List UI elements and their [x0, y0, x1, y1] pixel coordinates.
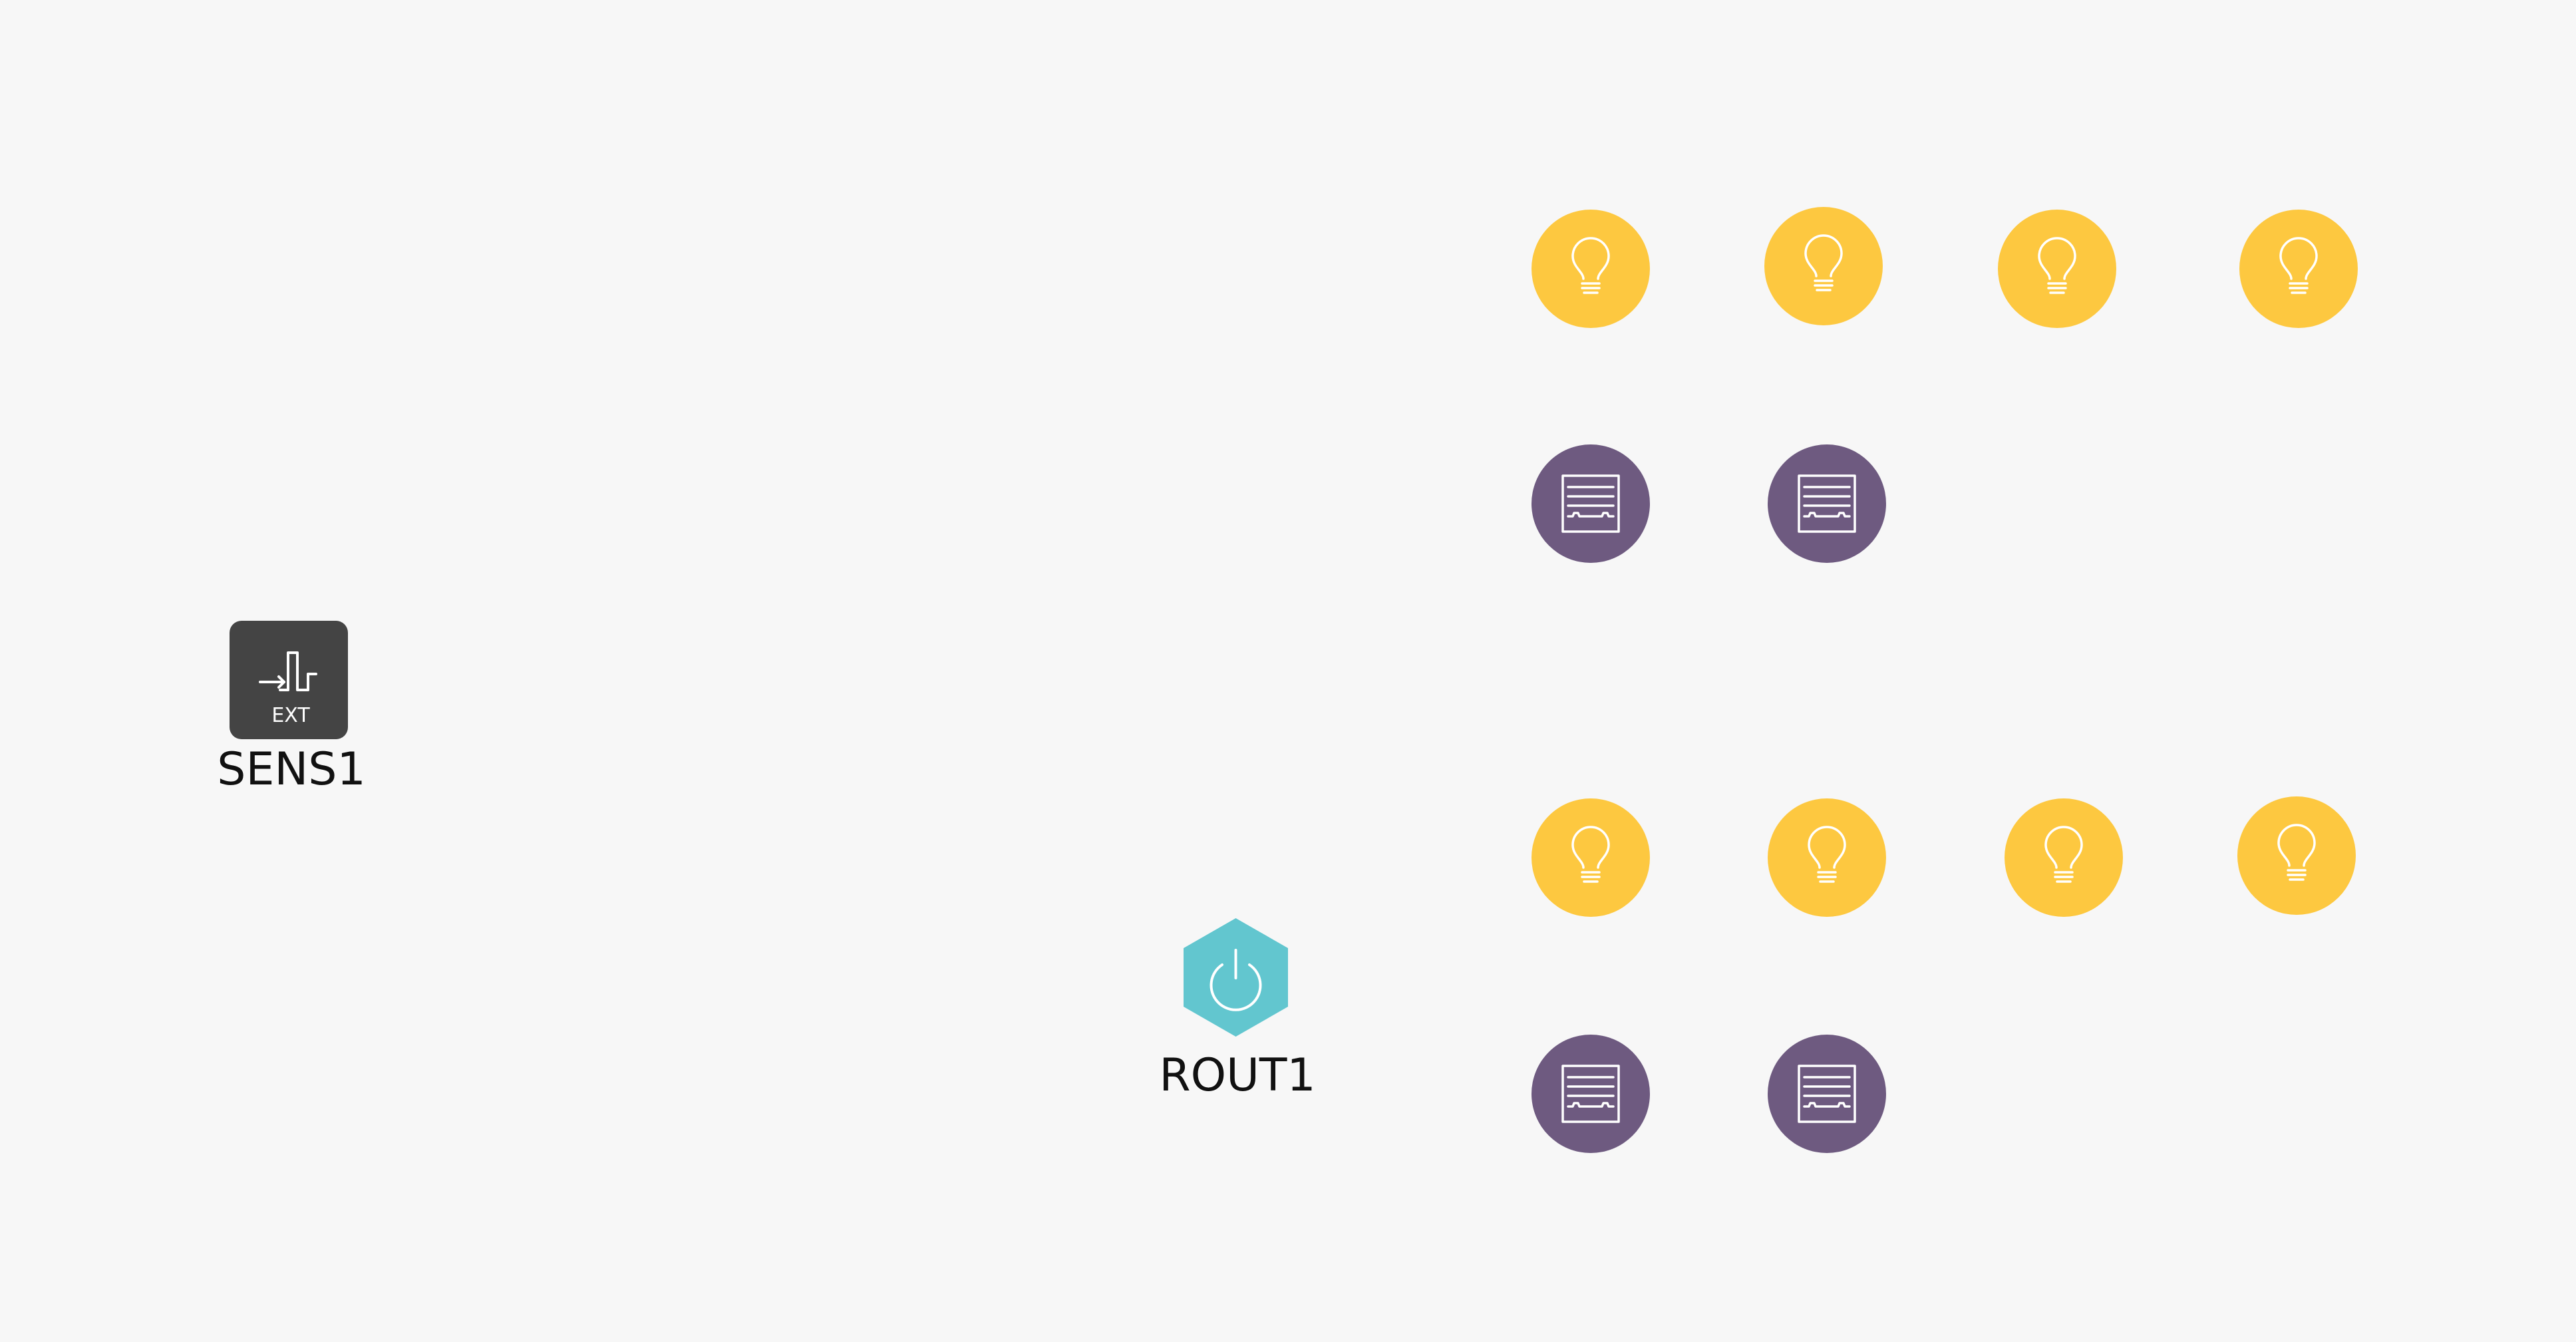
power-icon: [1184, 918, 1288, 1037]
blind-shade-icon: [1768, 444, 1886, 563]
light-bulb-icon: [1531, 210, 1650, 328]
light-node-group-b-1[interactable]: [1531, 798, 1650, 917]
light-node-group-a-2[interactable]: [1764, 207, 1883, 325]
sensor-node-sens1[interactable]: EXT: [230, 621, 348, 739]
light-bulb-icon: [2237, 796, 2356, 915]
blind-shade-icon: [1531, 444, 1650, 563]
blind-node-group-a-1[interactable]: [1531, 444, 1650, 563]
light-node-group-a-1[interactable]: [1531, 210, 1650, 328]
light-bulb-icon: [1998, 210, 2116, 328]
blind-shade-icon: [1531, 1035, 1650, 1153]
ext-input-step-icon: EXT: [230, 621, 348, 739]
light-node-group-b-2[interactable]: [1768, 798, 1886, 917]
light-bulb-icon: [2239, 210, 2358, 328]
blind-node-group-a-2[interactable]: [1768, 444, 1886, 563]
light-node-group-a-3[interactable]: [1998, 210, 2116, 328]
blind-node-group-b-2[interactable]: [1768, 1035, 1886, 1153]
blind-shade-icon: [1768, 1035, 1886, 1153]
light-bulb-icon: [1531, 798, 1650, 917]
light-node-group-b-3[interactable]: [2005, 798, 2123, 917]
router-label: ROUT1: [1159, 1049, 1316, 1102]
light-node-group-b-4[interactable]: [2237, 796, 2356, 915]
light-bulb-icon: [1768, 798, 1886, 917]
router-node-rout1[interactable]: [1181, 917, 1291, 1038]
light-node-group-a-4[interactable]: [2239, 210, 2358, 328]
sensor-badge-text: EXT: [271, 704, 310, 727]
blind-node-group-b-1[interactable]: [1531, 1035, 1650, 1153]
light-bulb-icon: [2005, 798, 2123, 917]
light-bulb-icon: [1764, 207, 1883, 325]
sensor-label: SENS1: [217, 743, 366, 796]
